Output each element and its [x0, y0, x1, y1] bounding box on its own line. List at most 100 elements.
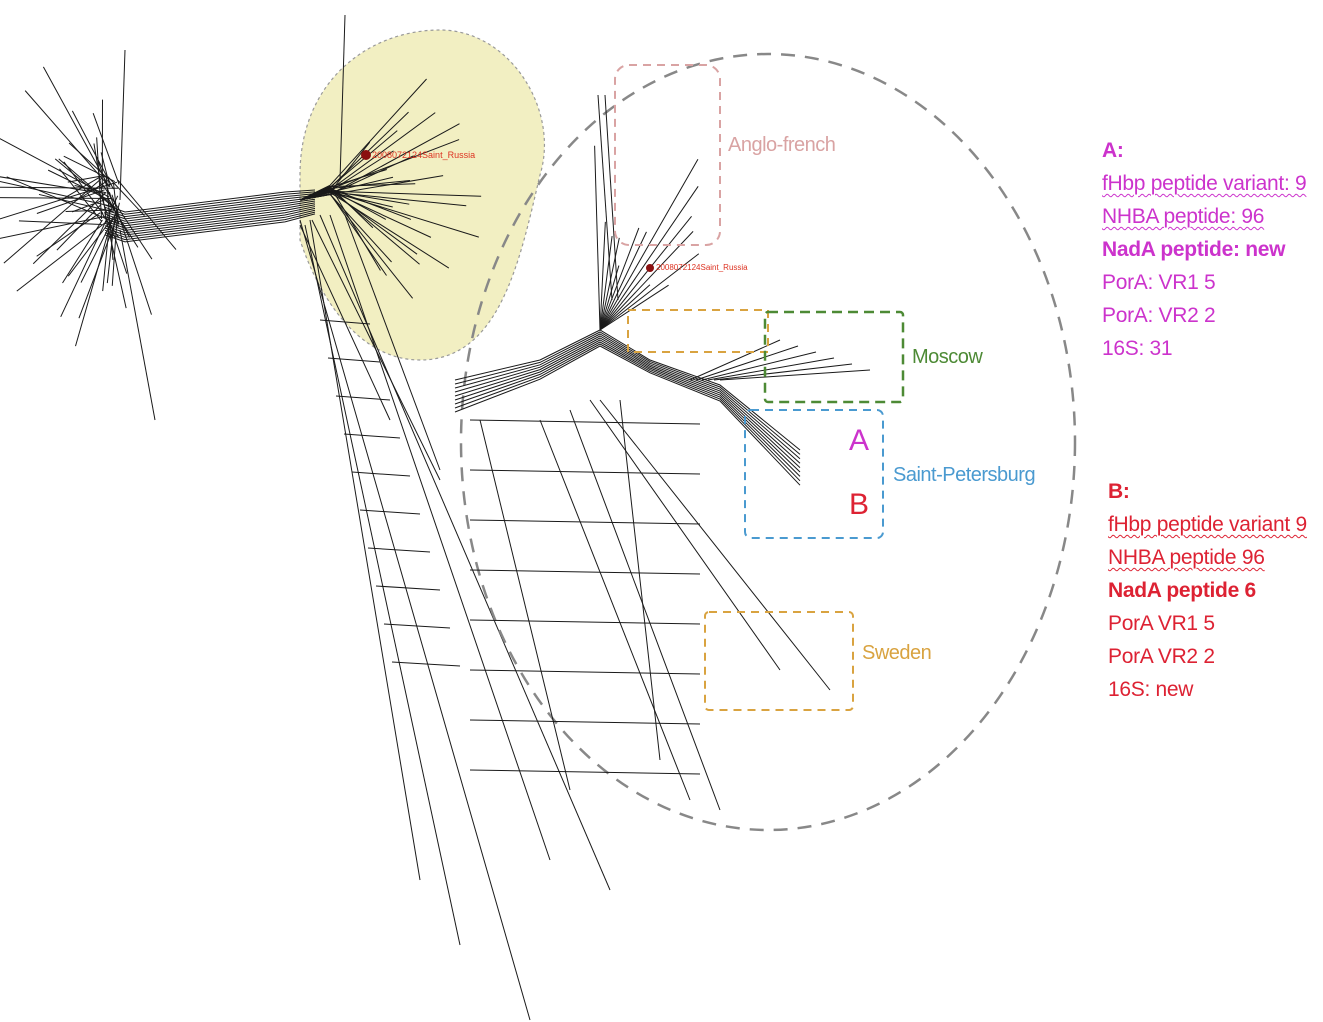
zoomed-edge: [689, 339, 781, 381]
long-branch-rung: [319, 319, 371, 325]
panel-b-16s: 16S: new: [1108, 678, 1194, 701]
panel-b-pora-vr1: PorA VR1 5: [1108, 612, 1215, 635]
zoomed-branch: [589, 399, 781, 671]
long-branch-rung: [391, 661, 461, 667]
panel-b-heading: B:: [1108, 480, 1130, 503]
trunk-edge: [104, 209, 316, 238]
panel-a-pora-vr2: PorA: VR2 2: [1102, 304, 1216, 327]
left-cluster-edge: [0, 197, 112, 199]
zoomed-edge: [454, 339, 801, 473]
left-cluster-edge: [58, 158, 116, 209]
saint-petersburg-label: Saint-Petersburg: [893, 464, 1036, 486]
zoomed-edge: [599, 215, 692, 331]
zoomed-edge: [454, 331, 801, 455]
zoomed-edge: [599, 265, 620, 331]
left-cluster-edge: [117, 179, 177, 250]
trunk-edge: [104, 207, 316, 236]
zoomed-edge: [695, 345, 799, 381]
zoomed-edge: [713, 363, 853, 381]
zoomed-edge: [454, 337, 801, 468]
zoomed-edge: [454, 343, 801, 482]
trunk-edge: [104, 213, 316, 243]
panel-b-pora-vr2: PorA VR2 2: [1108, 645, 1215, 668]
sweden-label: Sweden: [862, 642, 932, 664]
trunk-edge: [104, 196, 316, 222]
trunk-edge: [104, 204, 316, 231]
zoomed-branch: [539, 419, 691, 801]
zoomed-edge: [701, 351, 817, 381]
zoomed-rung: [469, 419, 701, 425]
panel-a-pora-vr1: PorA: VR1 5: [1102, 271, 1216, 294]
anglo-french-label: Anglo-french: [728, 134, 836, 156]
long-branch: [299, 219, 531, 1021]
left-cluster-edge: [0, 176, 101, 194]
zoomed-rung: [469, 469, 701, 475]
zoom-circle: [459, 52, 1077, 832]
right-cluster-edge: [339, 14, 346, 181]
left-cluster-edge: [56, 204, 101, 251]
zoomed-edge: [599, 235, 613, 331]
moscow-orange-box: [627, 309, 769, 353]
left-cluster-edge: [59, 168, 102, 222]
left-cluster-edge: [119, 229, 156, 421]
marker-b: B: [849, 488, 870, 521]
zoomed-edge: [599, 227, 640, 331]
long-branch: [344, 214, 441, 471]
long-branch-rung: [351, 471, 411, 477]
panel-b: B: fHbp peptide variant 9 NHBA peptide 9…: [1108, 475, 1307, 706]
left-cluster: [0, 49, 177, 421]
zoomed-edge: [604, 94, 619, 301]
left-cluster-edge: [32, 192, 106, 265]
panel-a-16s: 16S: 31: [1102, 337, 1173, 360]
left-cluster-edge: [74, 185, 107, 194]
zoomed-edge: [454, 333, 801, 460]
right-cluster-edge: [299, 188, 420, 265]
panel-a: A: fHbp peptide variant: 9 NHBA peptide:…: [1102, 134, 1307, 365]
right-cluster: [299, 14, 482, 299]
long-branch-rung: [367, 547, 431, 553]
left-cluster-edge: [0, 216, 105, 239]
left-cluster-edge: [54, 158, 114, 208]
zoomed-rung: [469, 769, 701, 775]
zoomed-isolate-dot: [646, 264, 654, 272]
zoomed-edge: [454, 345, 801, 486]
zoomed-edge: [599, 221, 606, 331]
left-cluster-edge: [107, 176, 145, 216]
zoomed-edge: [454, 335, 801, 464]
left-cluster-edge: [0, 138, 110, 198]
long-branch-rung: [375, 585, 441, 591]
left-cluster-edge: [36, 212, 101, 257]
left-cluster-edge: [0, 180, 116, 208]
zoomed-edge: [454, 341, 801, 477]
zoomed-edge: [719, 369, 871, 381]
zoomed-edge: [599, 253, 700, 331]
zoomed-edge: [597, 94, 613, 301]
zoomed-branch: [619, 399, 661, 761]
left-cluster-edge: [24, 90, 110, 188]
trunk-edge: [104, 193, 316, 218]
highlight-region: [299, 29, 545, 361]
long-branch-rung: [327, 357, 381, 363]
zoomed-branch: [599, 399, 831, 691]
outer-isolate-label: 2008072124Saint_Russia: [372, 150, 476, 160]
long-branch-rung: [335, 395, 391, 401]
trunk-edge: [104, 202, 316, 229]
marker-a: A: [849, 424, 870, 457]
zoomed-branch: [479, 419, 571, 791]
trunk-edge: [104, 189, 316, 213]
zoomed-rung: [469, 619, 701, 625]
left-cluster-edge: [71, 110, 114, 190]
outer-isolate-dot: [361, 150, 371, 160]
left-cluster-edge: [75, 216, 114, 347]
long-branches: [299, 214, 611, 1021]
moscow-box: [763, 310, 905, 404]
long-branch-rung: [383, 623, 451, 629]
long-branch: [309, 219, 421, 881]
left-cluster-edge: [16, 221, 108, 292]
zoomed-edge: [707, 357, 835, 381]
zoomed-edge: [599, 186, 699, 331]
left-cluster-edge: [64, 174, 104, 199]
zoomed-edge: [599, 284, 669, 331]
long-branch: [311, 219, 441, 481]
left-cluster-edge: [42, 66, 110, 187]
